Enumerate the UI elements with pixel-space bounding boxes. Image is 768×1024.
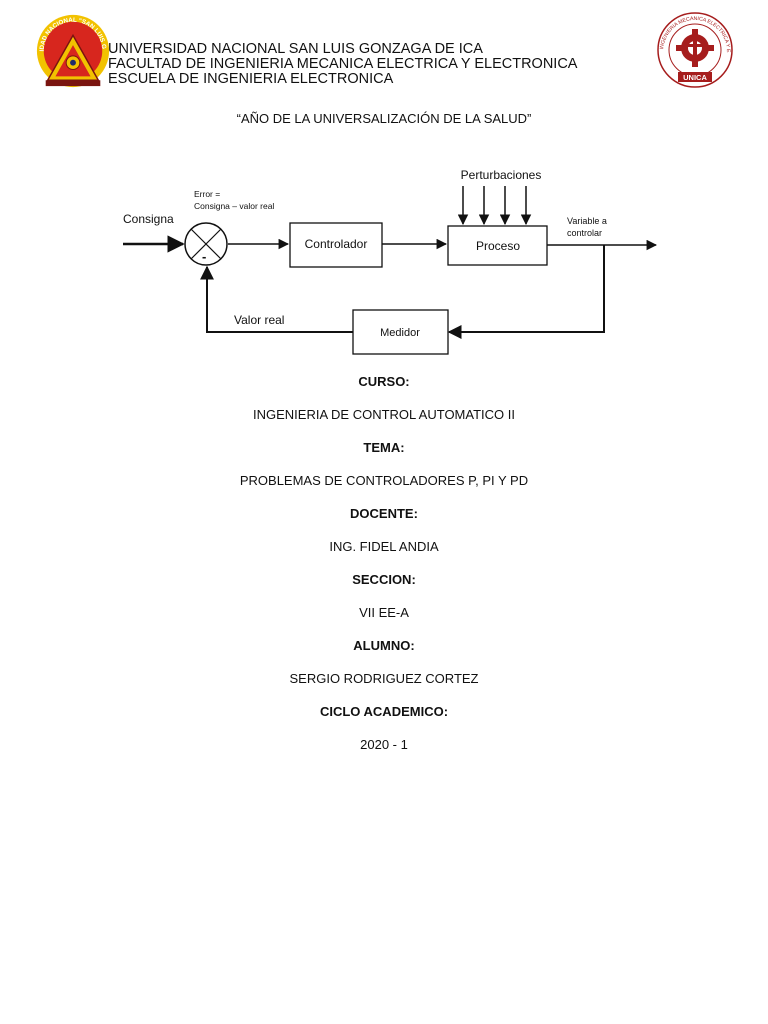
ciclo-label: CICLO ACADEMICO: [319,704,449,719]
faculty-logo: FACULTAD DE INGENIERIA MECANICA ELECTRIC… [652,10,733,88]
error-label-line1: Error = [194,189,220,199]
unica-banner: UNICA [683,73,707,82]
disturbance-arrows [457,186,532,226]
variable-label-line2: controlar [567,228,602,238]
feedback-arrow [447,245,605,339]
proceso-block [447,225,548,266]
valor-real-label: Valor real [234,313,284,327]
alumno-value: SERGIO RODRIGUEZ CORTEZ [289,671,479,686]
tema-label: TEMA: [363,440,405,455]
curso-label: CURSO: [358,374,410,389]
return-arrow [200,265,353,333]
perturbaciones-label: Perturbaciones [461,168,542,182]
proceso-label: Proceso [476,239,520,253]
medidor-label: Medidor [380,327,420,339]
tema-value: PROBLEMAS DE CONTROLADORES P, PI Y PD [239,473,529,488]
consigna-label: Consigna [123,212,174,226]
alumno-label: ALUMNO: [353,638,415,653]
medidor-block [352,309,449,355]
seccion-label: SECCION: [352,572,416,587]
ciclo-value: 2020 - 1 [360,737,408,752]
university-name: UNIVERSIDAD NACIONAL SAN LUIS GONZAGA DE… [108,41,483,57]
summing-junction [184,222,228,266]
error-label-line2: Consigna – valor real [194,201,274,211]
university-logo: UNIVERSIDAD NACIONAL "SAN LUIS GONZAGA" [34,12,110,88]
curso-value: INGENIERIA DE CONTROL AUTOMATICO II [253,407,515,422]
gear-icon [676,29,714,67]
school-name: ESCUELA DE INGENIERIA ELECTRONICA [108,71,394,87]
controlador-block [289,222,383,268]
controlador-label: Controlador [305,237,368,251]
faculty-name: FACULTAD DE INGENIERIA MECANICA ELECTRIC… [108,56,578,72]
control-loop-diagram: Consigna - Error = Consigna – valor real… [123,168,658,355]
year-motto: “AÑO DE LA UNIVERSALIZACIÓN DE LA SALUD” [236,111,532,126]
docente-label: DOCENTE: [350,506,418,521]
docente-value: ING. FIDEL ANDIA [329,539,439,554]
variable-label-line1: Variable a [567,216,607,226]
seccion-value: VII EE-A [359,605,409,620]
cover-info: CURSO: INGENIERIA DE CONTROL AUTOMATICO … [0,374,768,770]
minus-sign: - [202,249,206,264]
